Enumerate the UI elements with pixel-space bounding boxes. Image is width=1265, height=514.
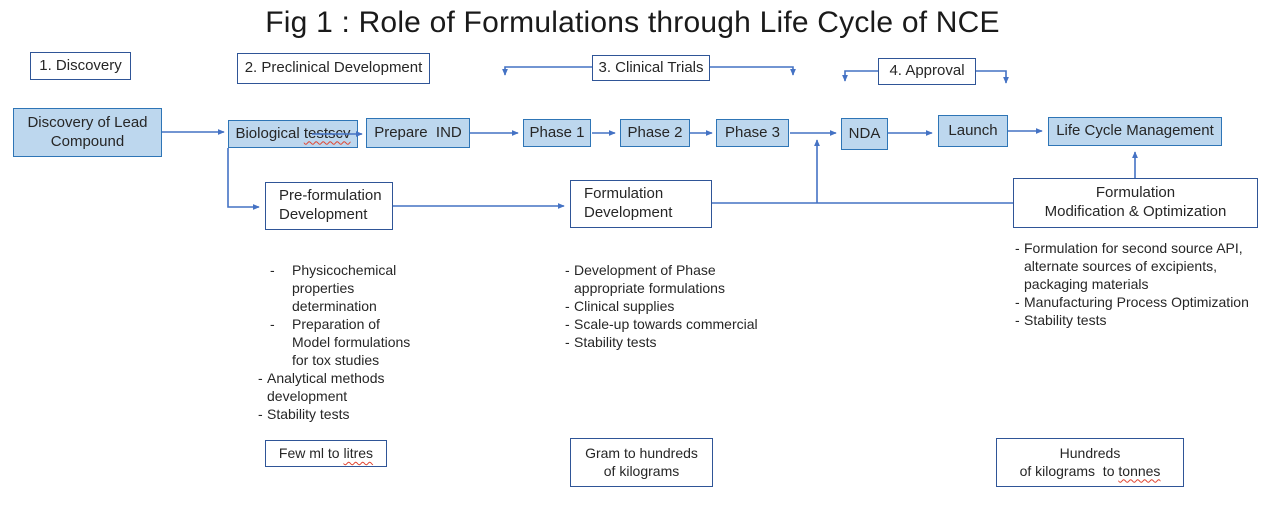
- scale-box-modification-line2: of kilograms to tonnes: [1020, 463, 1161, 481]
- stage-label-discovery-text: 1. Discovery: [39, 56, 122, 74]
- process-box-preformulation-line2: Development: [279, 206, 368, 223]
- flow-box-prepare-ind-text: Prepare IND: [374, 123, 462, 141]
- arrow-clinical-trials-left: [502, 66, 592, 76]
- flow-box-biological-tests-text: Biological: [235, 124, 304, 142]
- list-item: Physicochemical properties determination: [270, 261, 420, 315]
- flow-box-life-cycle-management-text: Life Cycle Management: [1056, 122, 1214, 140]
- stage-label-approval: 4. Approval: [878, 58, 976, 85]
- scale-box-modification-line2-prefix: of kilograms to: [1019, 462, 1119, 479]
- activity-list-modification: Formulation for second source API, alter…: [1015, 239, 1258, 329]
- process-box-formulation-line1: Formulation: [584, 185, 664, 203]
- list-item: Development of Phase appropriate formula…: [565, 261, 760, 297]
- list-item: Clinical supplies: [565, 297, 760, 315]
- list-item: Stability tests: [258, 405, 420, 423]
- flow-box-phase-2: Phase 2: [620, 119, 690, 147]
- list-item: Scale-up towards commercial: [565, 315, 760, 333]
- flow-box-nda-text: NDA: [848, 124, 881, 142]
- process-box-formulation-modification: Formulation Modification & Optimization: [1013, 178, 1258, 228]
- scale-box-formulation-line1: Gram to hundreds: [585, 445, 698, 461]
- process-box-modification-line1: Formulation: [1095, 184, 1176, 202]
- process-box-modification-line2: Modification & Optimization: [1044, 203, 1227, 220]
- flow-box-lead-compound: Discovery of Lead Compound: [13, 108, 162, 157]
- flow-box-phase-3: Phase 3: [716, 119, 789, 147]
- list-item: Manufacturing Process Optimization: [1015, 293, 1258, 311]
- stage-label-clinical-trials-text: 3. Clinical Trials: [598, 58, 704, 76]
- arrow-biological-to-preformulation: [227, 148, 260, 210]
- flow-box-nda: NDA: [841, 118, 888, 150]
- flow-box-prepare-ind: Prepare IND: [366, 118, 470, 148]
- list-item: Stability tests: [565, 333, 760, 351]
- stage-label-approval-text: 4. Approval: [889, 62, 965, 80]
- arrow-approval-left: [842, 70, 878, 82]
- flow-box-life-cycle-management: Life Cycle Management: [1048, 117, 1222, 146]
- flow-box-biological-tests: Biological testscv: [228, 120, 358, 148]
- stage-label-clinical-trials: 3. Clinical Trials: [592, 55, 710, 81]
- flow-box-launch-text: Launch: [948, 121, 998, 139]
- flow-box-phase-3-text: Phase 3: [724, 123, 781, 141]
- arrow-clinical-trials-right: [710, 66, 796, 76]
- process-box-formulation-development: Formulation Development: [570, 180, 712, 228]
- flow-box-phase-1: Phase 1: [523, 119, 591, 147]
- scale-box-formulation: Gram to hundreds of kilograms: [570, 438, 713, 487]
- flow-box-phase-2-text: Phase 2: [627, 123, 683, 141]
- scale-box-preformulation-misspelled-text: litres: [343, 444, 374, 461]
- scale-box-modification: Hundreds of kilograms to tonnes: [996, 438, 1184, 487]
- stage-label-discovery: 1. Discovery: [30, 52, 131, 80]
- stage-label-preclinical-text: 2. Preclinical Development: [244, 59, 423, 77]
- list-item: Stability tests: [1015, 311, 1258, 329]
- scale-box-modification-misspelled-text: tonnes: [1118, 462, 1161, 479]
- activity-list-preformulation: Physicochemical properties determination…: [258, 261, 420, 423]
- flow-box-biological-tests-misspelled-text: testscv: [303, 124, 351, 142]
- figure-title: Fig 1 : Role of Formulations through Lif…: [265, 6, 1000, 39]
- scale-box-preformulation-text: Few ml to: [278, 444, 344, 461]
- stage-label-preclinical: 2. Preclinical Development: [237, 53, 430, 84]
- flow-box-lead-compound-text: Discovery of Lead Compound: [27, 113, 148, 150]
- list-item: Preparation of Model formulations for to…: [270, 315, 420, 369]
- process-box-preformulation-development: Pre-formulation Development: [265, 182, 393, 230]
- list-item: Analytical methods development: [258, 369, 420, 405]
- process-box-formulation-line2: Development: [584, 204, 673, 221]
- flow-box-phase-1-text: Phase 1: [529, 123, 585, 141]
- activity-list-formulation: Development of Phase appropriate formula…: [565, 261, 760, 351]
- scale-box-preformulation: Few ml to litres: [265, 440, 387, 467]
- process-box-preformulation-line1: Pre-formulation: [279, 187, 382, 205]
- arrow-approval-right: [976, 70, 1009, 84]
- list-item: Formulation for second source API, alter…: [1015, 239, 1258, 293]
- scale-box-modification-line1: Hundreds: [1059, 445, 1121, 461]
- scale-box-formulation-line2: of kilograms: [603, 462, 680, 479]
- flow-box-launch: Launch: [938, 115, 1008, 147]
